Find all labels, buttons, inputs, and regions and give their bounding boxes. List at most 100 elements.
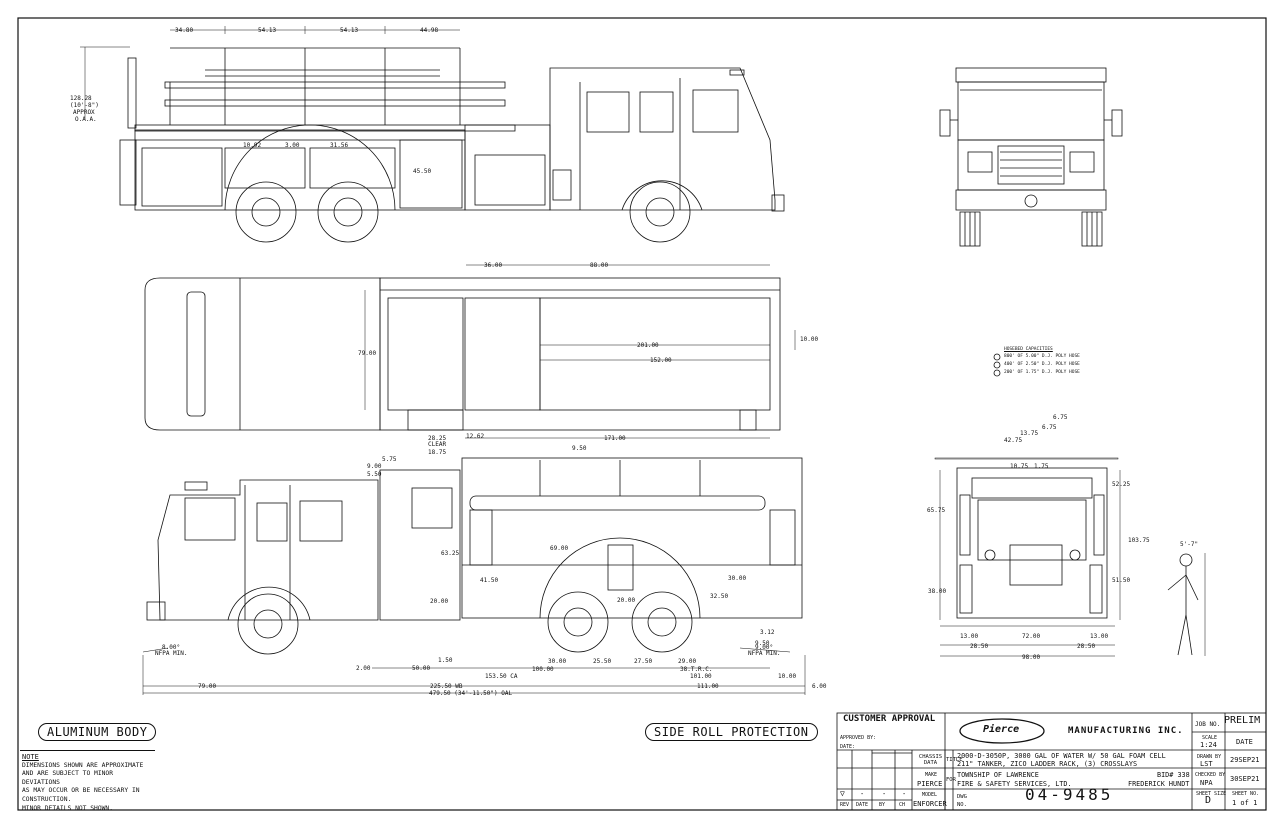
rev-col-date: DATE [856,802,869,808]
dim-low-5: 20.00 [430,598,449,605]
scale-figure [1167,553,1206,656]
dim-low-4: 41.50 [480,577,499,584]
dim-rear-bot-3: 13.00 [1090,633,1109,640]
dim-base-2: 50.00 [412,665,431,672]
for-line-2: FIRE & SAFETY SERVICES, LTD. [957,780,1072,788]
dim-angle-right: 9.00° [755,644,774,651]
title-block-grid [836,712,1267,811]
bid-number: BID# 338 [1157,771,1190,779]
hosebed-item-1: 800' OF 5.00" D.J. POLY HOSE [1004,354,1080,359]
drawn-by-value: LST [1200,760,1213,768]
dim-misc-2: 3.00 [285,142,300,149]
dim-oal: 479.50 (34'-11.50") OAL [429,690,513,697]
rev-row-date: - [860,790,865,798]
dim-rear-top-5: 10.75 [1010,463,1029,470]
dim-nfpa-right: NFPA MIN. [748,650,781,657]
dim-trc: 38.T.R.C. [680,666,713,673]
dim-base-11: 10.00 [778,673,797,680]
drawing-note: NOTE DIMENSIONS SHOWN ARE APPROXIMATE AN… [22,753,152,813]
job-no-label: JOB NO. [1195,721,1221,728]
note-line-3: AS MAY OCCUR OR BE NECESSARY IN [22,787,140,795]
rear-view [934,457,1121,657]
dim-low-2: 69.00 [550,545,569,552]
dim-oaa: O.A.A. [75,116,97,123]
dim-plan-long-3: 171.00 [604,435,626,442]
company-name: MANUFACTURING INC. [1068,726,1184,736]
approved-by: APPROVED BY: [840,735,877,741]
dim-base-7: 29.00 [678,658,697,665]
for-label: FOR [946,777,956,783]
hosebed-item-2: 400' OF 2.50" D.J. POLY HOSE [1004,362,1080,367]
dim-height-ft: (10'-8") [70,102,99,109]
title-line-2: 211" TANKER, ZICO LADDER RACK, (3) CROSS… [957,760,1138,768]
sheet-no-label: SHEET NO. [1232,791,1260,797]
customer-approval: CUSTOMER APPROVAL [843,714,936,724]
drawn-date: 29SEP21 [1230,756,1260,764]
dim-plan-width: 79.00 [358,350,377,357]
job-no-value: PRELIM [1224,715,1261,726]
pierce-logo-text: Pierce [983,724,1020,735]
dim-angle-left: 8.00° [162,644,181,651]
note-divider [20,750,155,751]
dim-plan-top-2: 88.00 [590,262,609,269]
model-label: MODEL [922,792,938,798]
dim-rear-top-6: 1.75 [1034,463,1049,470]
dim-base-5: 25.50 [593,658,612,665]
sheet-no-value: 1 of 1 [1232,799,1258,807]
dim-misc-3: 31.56 [330,142,349,149]
sheet-size-label: SHEET SIZE [1196,791,1227,797]
dim-rear-top-3: 13.75 [1020,430,1039,437]
dim-base-12: 111.00 [697,683,719,690]
dim-figure: 5'-7" [1180,541,1199,548]
dim-height: 128.28 [70,95,92,102]
dim-rear-left-1: 65.75 [927,507,946,514]
dim-base-9: 153.50 CA [485,673,518,680]
dim-misc-4: 45.50 [413,168,432,175]
side-view-elevation [80,26,785,243]
dim-approx: APPROX [73,109,95,116]
hosebed-item-3: 200' OF 1.75" D.J. POLY HOSE [1004,370,1080,375]
dim-top-1: 34.80 [175,27,194,34]
dim-top-3: 54.13 [340,27,359,34]
dim-base-14: 225.50 WB [430,683,463,690]
pierce-logo-icon [959,718,1045,744]
dim-rear-left-2: 38.00 [928,588,947,595]
dim-rear-right-2: 103.75 [1128,537,1150,544]
dim-rear-right-1: 52.25 [1112,481,1131,488]
checked-by-label: CHECKED BY [1195,772,1226,778]
dim-rear-bot-4: 28.50 [970,643,989,650]
hosebed-title: HOSEBED CAPACITIES [1004,347,1053,352]
dim-low-10: 9.50 [755,640,770,647]
dim-base-6: 27.50 [634,658,653,665]
dim-top-2: 54.13 [258,27,277,34]
note-heading: NOTE [22,753,39,761]
no-label: NO. [957,802,967,808]
rev-triangle-icon: ▽ [840,789,845,798]
dim-rear-bot-5: 28.50 [1077,643,1096,650]
rev-col-ch: CH [899,802,906,808]
drawing-number: 04-9485 [1025,785,1114,804]
front-view [939,67,1123,247]
dim-top-mark-4: 18.75 [428,449,447,456]
rev-row-by: - [882,790,887,798]
dim-rear-bot-1: 13.00 [960,633,979,640]
note-line-5: MINOR DETAILS NOT SHOWN. [22,804,113,812]
chassis-data-label: CHASSIS DATA [918,754,943,766]
rev-col-rev: REV [840,802,850,808]
side-roll-protection-label: SIDE ROLL PROTECTION [645,723,818,741]
dim-top-mark-3: 5.50 [367,471,382,478]
dim-misc-1: 10.92 [243,142,262,149]
top-view [144,264,796,439]
dim-base-3: 1.50 [438,657,453,664]
dim-top-mark-1: 5.75 [382,456,397,463]
drawn-by-label: DRAWN BY [1197,754,1222,760]
dim-top-4: 44.98 [420,27,439,34]
rep-name: FREDERICK HUNDT [1128,780,1190,788]
dim-base-15: 6.00 [812,683,827,690]
sheet-size-value: D [1205,795,1212,806]
dim-rear-top-2: 6.75 [1042,424,1057,431]
for-line-1: TOWNSHIP OF LAWRENCE [957,771,1039,779]
dim-plan-clear: 28.25 [428,435,447,442]
dim-low-7: 30.00 [728,575,747,582]
